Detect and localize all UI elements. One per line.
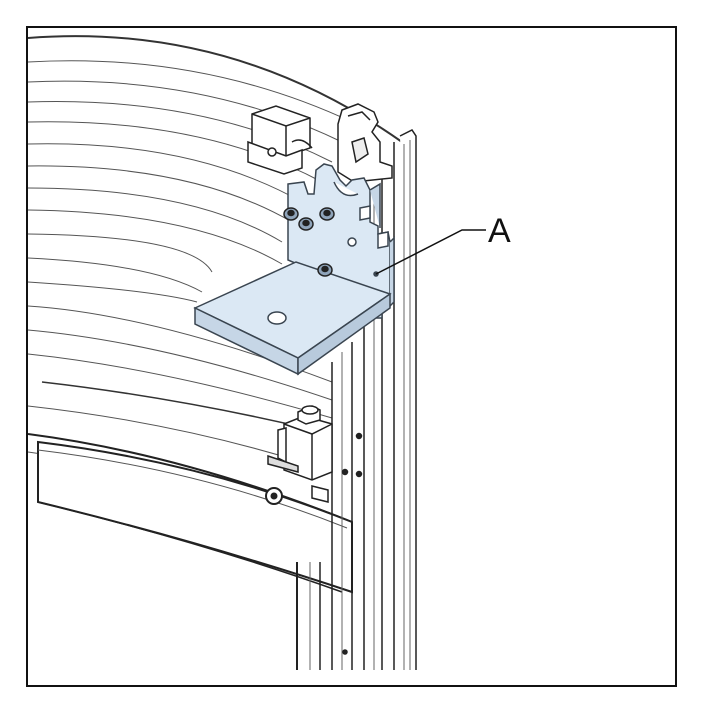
screw-icon [283, 207, 335, 277]
rail-profile-icon [309, 129, 417, 670]
diagram-frame: A [26, 26, 677, 687]
frame-bolt-icon [265, 487, 283, 505]
lower-clamp-icon [267, 405, 333, 503]
technical-drawing: A [28, 35, 511, 670]
callout-leader [375, 229, 486, 275]
bracket-icon [193, 163, 395, 376]
rail-end-cap [337, 103, 393, 183]
clamp-block-icon [247, 105, 313, 175]
callout-label: A [488, 212, 511, 250]
